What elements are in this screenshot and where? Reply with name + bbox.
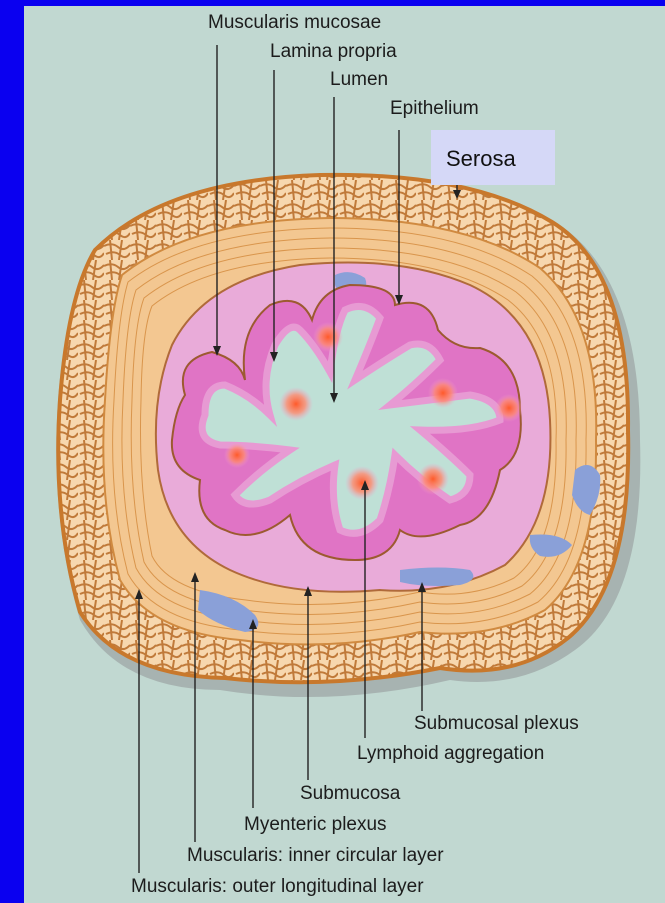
muscularis-mucosae-label: Muscularis mucosae bbox=[208, 12, 381, 34]
lymphoid-7 bbox=[417, 463, 449, 495]
lymphoid-5 bbox=[224, 442, 250, 468]
lymphoid-aggregation-label: Lymphoid aggregation bbox=[357, 743, 544, 765]
lymphoid-4 bbox=[495, 394, 523, 422]
myenteric-plexus-label: Myenteric plexus bbox=[244, 814, 387, 836]
lymphoid-6 bbox=[345, 466, 379, 500]
lymphoid-3 bbox=[428, 378, 458, 408]
lymphoid-2 bbox=[279, 387, 313, 421]
epithelium-label: Epithelium bbox=[390, 98, 479, 120]
outer-longitudinal-layer-label: Muscularis: outer longitudinal layer bbox=[131, 876, 424, 898]
plexus-bottom-right bbox=[400, 568, 473, 587]
lamina-propria-label: Lamina propria bbox=[270, 41, 397, 63]
serosa-label: Serosa bbox=[446, 146, 516, 172]
lymphoid-1 bbox=[313, 322, 343, 352]
submucosal-plexus-label: Submucosal plexus bbox=[414, 713, 579, 735]
inner-circular-layer-label: Muscularis: inner circular layer bbox=[187, 845, 444, 867]
submucosa-label: Submucosa bbox=[300, 783, 400, 805]
lumen-label: Lumen bbox=[330, 69, 388, 91]
